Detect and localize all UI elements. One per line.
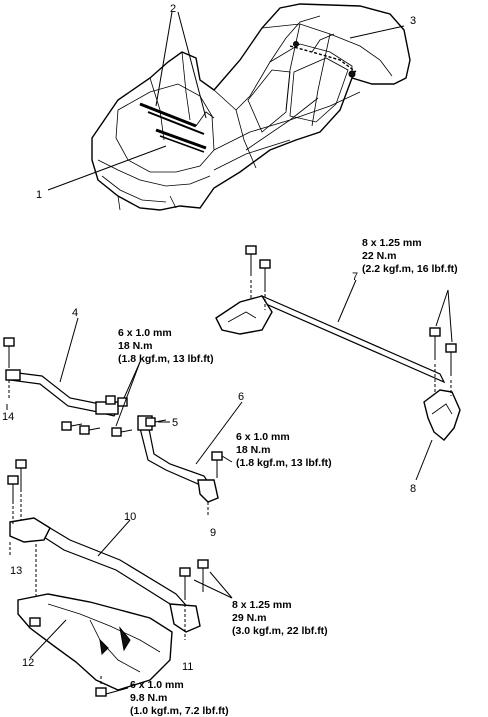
bolt-5 <box>145 417 167 427</box>
svg-text:18 N.m: 18 N.m <box>236 444 270 456</box>
bolt-7c <box>429 327 441 360</box>
bolt-7a <box>245 245 257 276</box>
callout-13: 13 <box>10 565 22 577</box>
bolt-4-left <box>3 337 15 368</box>
svg-text:29 N.m: 29 N.m <box>232 612 266 624</box>
torque-spec-6: 6 x 1.0 mm 18 N.m (1.8 kgf.m, 13 lbf.ft) <box>236 431 332 469</box>
bolt-4-e <box>111 427 133 437</box>
bolt-12-left <box>29 617 41 627</box>
svg-text:9.8 N.m: 9.8 N.m <box>130 692 167 704</box>
callout-1: 1 <box>36 189 42 201</box>
bolt-12-bottom <box>95 674 107 697</box>
bolt-7b <box>259 259 271 292</box>
svg-text:(1.8 kgf.m, 13 lbf.ft): (1.8 kgf.m, 13 lbf.ft) <box>236 457 332 469</box>
car-body-shell <box>91 3 411 211</box>
splash-shield-12 <box>17 593 173 697</box>
bolt-11b <box>197 559 209 592</box>
callout-2: 2 <box>170 3 176 15</box>
svg-text:22 N.m: 22 N.m <box>362 250 396 262</box>
svg-text:6 x 1.0 mm: 6 x 1.0 mm <box>236 431 290 443</box>
bolt-13a <box>7 475 19 504</box>
callout-5: 5 <box>172 417 178 429</box>
svg-text:(1.8 kgf.m, 13 lbf.ft): (1.8 kgf.m, 13 lbf.ft) <box>118 353 214 365</box>
callout-12: 12 <box>22 657 34 669</box>
svg-text:8 x 1.25 mm: 8 x 1.25 mm <box>232 599 292 611</box>
callout-10: 10 <box>124 511 136 523</box>
bolt-4-b <box>117 397 128 407</box>
callout-3: 3 <box>410 15 416 27</box>
front-subframe-brace-10 <box>7 459 233 640</box>
callout-6: 6 <box>238 391 244 403</box>
torque-spec-12: 6 x 1.0 mm 9.8 N.m (1.0 kgf.m, 7.2 lbf.f… <box>130 679 229 717</box>
svg-text:6 x 1.0 mm: 6 x 1.0 mm <box>118 327 172 339</box>
brace-4 <box>3 317 141 437</box>
svg-text:(1.0 kgf.m, 7.2 lbf.ft): (1.0 kgf.m, 7.2 lbf.ft) <box>130 705 229 717</box>
callout-leaders-top <box>47 11 405 191</box>
svg-text:6 x 1.0 mm: 6 x 1.0 mm <box>130 679 184 691</box>
rear-strut-brace-7 <box>215 245 461 481</box>
bolt-13b <box>15 459 27 492</box>
torque-spec-11: 8 x 1.25 mm 29 N.m (3.0 kgf.m, 22 lbf.ft… <box>232 599 328 637</box>
torque-spec-7: 8 x 1.25 mm 22 N.m (2.2 kgf.m, 16 lbf.ft… <box>362 237 458 275</box>
bolt-11a <box>179 567 191 600</box>
bolt-7d <box>445 343 457 376</box>
callout-11: 11 <box>182 661 193 673</box>
svg-text:18 N.m: 18 N.m <box>118 340 152 352</box>
svg-text:(2.2 kgf.m, 16 lbf.ft): (2.2 kgf.m, 16 lbf.ft) <box>362 263 458 275</box>
bolt-6 <box>211 451 223 478</box>
brace-6 <box>137 401 243 516</box>
callout-7: 7 <box>352 271 358 283</box>
bolt-4-a <box>105 395 116 405</box>
callout-9: 9 <box>210 527 216 539</box>
callout-4: 4 <box>72 307 78 319</box>
torque-spec-4: 6 x 1.0 mm 18 N.m (1.8 kgf.m, 13 lbf.ft) <box>118 327 214 365</box>
callout-14: 14 <box>2 411 14 423</box>
bolt-4-d <box>79 425 101 435</box>
svg-text:(3.0 kgf.m, 22 lbf.ft): (3.0 kgf.m, 22 lbf.ft) <box>232 625 328 637</box>
svg-text:8 x 1.25 mm: 8 x 1.25 mm <box>362 237 422 249</box>
bolt-4-c <box>61 421 83 431</box>
callout-8: 8 <box>410 483 416 495</box>
